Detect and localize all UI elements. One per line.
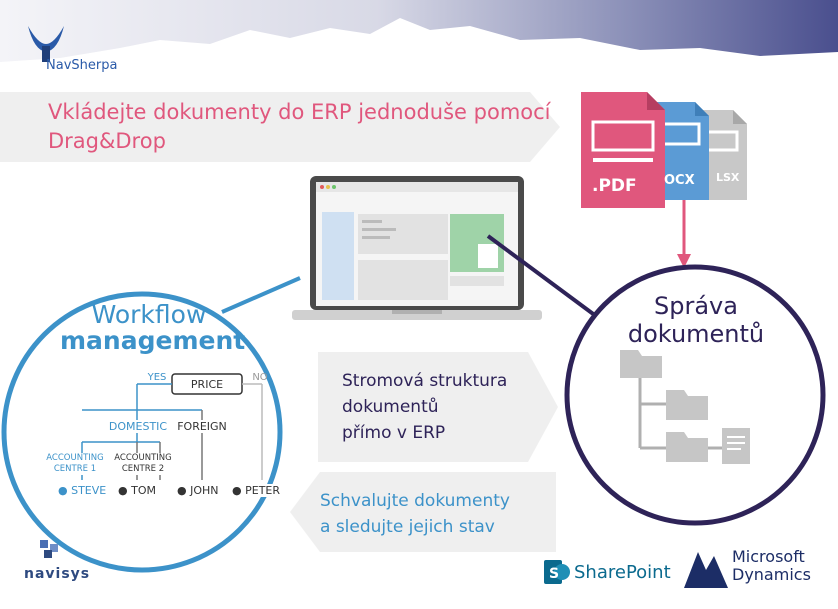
acc2-line2: CENTRE 2 — [121, 464, 165, 474]
bottom-banner-line1: Schvalujte dokumenty — [320, 491, 510, 511]
top-banner-line1: Vkládejte dokumenty do ERP jednoduše pom… — [48, 100, 551, 124]
workflow-title-line2: management — [60, 326, 246, 355]
sharepoint-icon: S — [544, 560, 570, 584]
middle-banner-line2: dokumentů — [342, 397, 439, 417]
svg-text:S: S — [549, 566, 559, 582]
dms-title-line1: Správa — [654, 292, 738, 320]
person-icon: ● — [232, 484, 242, 497]
person-name: PETER — [245, 484, 281, 497]
ms-dynamics-icon — [684, 552, 728, 588]
docx-label: OCX — [664, 173, 695, 188]
tree-foreign: FOREIGN — [172, 420, 232, 433]
ms-line1: Microsoft — [732, 547, 805, 566]
dms-title-line2: dokumentů — [627, 320, 765, 348]
middle-banner-line1: Stromová struktura — [342, 371, 508, 391]
acc2-line1: ACCOUNTING — [114, 453, 172, 463]
dms-circle — [564, 264, 826, 526]
top-banner-line2: Drag&Drop — [48, 128, 166, 153]
middle-banner-shape — [318, 352, 558, 462]
navisys-logo-icon — [40, 540, 58, 558]
xlsx-label: LSX — [716, 171, 740, 184]
person-name: STEVE — [71, 484, 107, 497]
tree-price-box: PRICE — [190, 378, 224, 391]
person-name: JOHN — [190, 484, 219, 497]
file-icons-group — [581, 92, 747, 208]
person-icon: ● — [58, 484, 68, 497]
dms-title: Správa dokumentů — [596, 292, 796, 348]
folder-tree-icon — [620, 350, 750, 464]
person-steve: ● STEVE — [58, 484, 107, 497]
laptop-illustration — [292, 176, 542, 320]
tree-acc-centre-1: ACCOUNTING CENTRE 1 — [38, 453, 112, 475]
bottom-banner-shape — [290, 472, 556, 552]
acc1-line1: ACCOUNTING — [46, 453, 104, 463]
workflow-title: Workflow management — [60, 300, 246, 355]
person-name: TOM — [131, 484, 156, 497]
person-icon: ● — [177, 484, 187, 497]
middle-banner-text: Stromová struktura dokumentů přímo v ERP — [342, 368, 507, 446]
bottom-banner-text: Schvalujte dokumenty a sledujte jejich s… — [320, 488, 510, 540]
pink-arrow-icon — [677, 200, 691, 268]
acc1-line2: CENTRE 1 — [53, 464, 97, 474]
top-banner-text: Vkládejte dokumenty do ERP jednoduše pom… — [48, 98, 551, 156]
tree-acc-centre-2: ACCOUNTING CENTRE 2 — [110, 453, 176, 475]
top-banner-shape — [0, 92, 560, 162]
logo-text: NavSherpa — [46, 58, 118, 73]
person-peter: ● PETER — [232, 484, 281, 497]
navsherpa-logo-icon — [28, 26, 64, 62]
tree-no-label: NO — [252, 372, 268, 383]
pdf-label: .PDF — [592, 176, 637, 196]
sharepoint-text: SharePoint — [574, 562, 671, 583]
person-icon: ● — [118, 484, 128, 497]
header-mountain-background — [0, 0, 838, 90]
person-tom: ● TOM — [118, 484, 156, 497]
middle-banner-line3: přímo v ERP — [342, 423, 446, 443]
workflow-title-line1: Workflow — [91, 300, 207, 329]
person-john: ● JOHN — [177, 484, 219, 497]
bottom-banner-line2: a sledujte jejich stav — [320, 517, 495, 537]
navisys-text: navisys — [24, 566, 91, 582]
tree-yes-label: YES — [147, 372, 167, 383]
ms-line2: Dynamics — [732, 565, 811, 584]
tree-domestic: DOMESTIC — [108, 420, 168, 433]
ms-dynamics-text: Microsoft Dynamics — [732, 548, 811, 584]
pdf-file-icon — [581, 92, 665, 208]
